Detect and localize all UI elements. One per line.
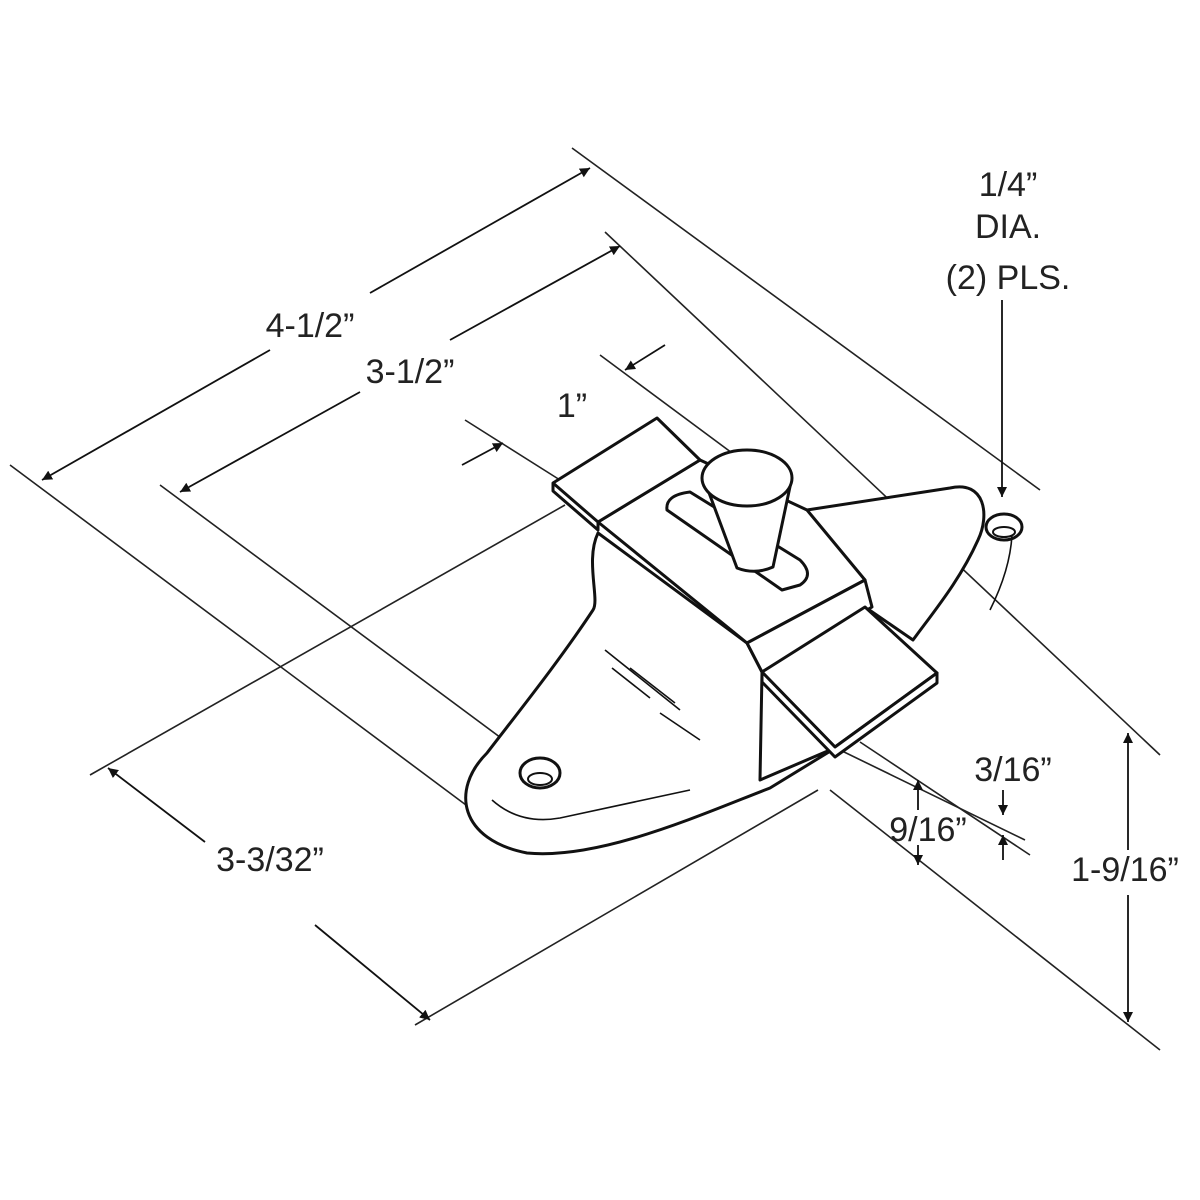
dim-hole-count: (2) PLS.: [945, 259, 1071, 297]
dimension-lines: [41, 167, 1133, 1022]
latch-part: [464, 416, 1024, 856]
right-ear: [805, 485, 986, 642]
shading-lines: [491, 534, 1013, 821]
knob-top: [700, 448, 794, 508]
dim-slide-height: 9/16”: [889, 811, 967, 849]
dim-overall-height: 1-9/16”: [1071, 851, 1179, 889]
lower-slide-edge: [760, 670, 939, 759]
dim-slide-width: 1”: [556, 387, 588, 425]
dim-base-width: 3-3/32”: [216, 841, 324, 879]
dim-hole-diameter: 1/4”: [978, 166, 1038, 204]
dim-hole-dia-label: DIA.: [974, 208, 1042, 246]
dim-hole-spacing: 3-1/2”: [365, 353, 455, 391]
dim-slide-thickness: 3/16”: [974, 751, 1052, 789]
dim-overall-length: 4-1/2”: [265, 307, 355, 345]
extension-lines: [9, 147, 1161, 1051]
